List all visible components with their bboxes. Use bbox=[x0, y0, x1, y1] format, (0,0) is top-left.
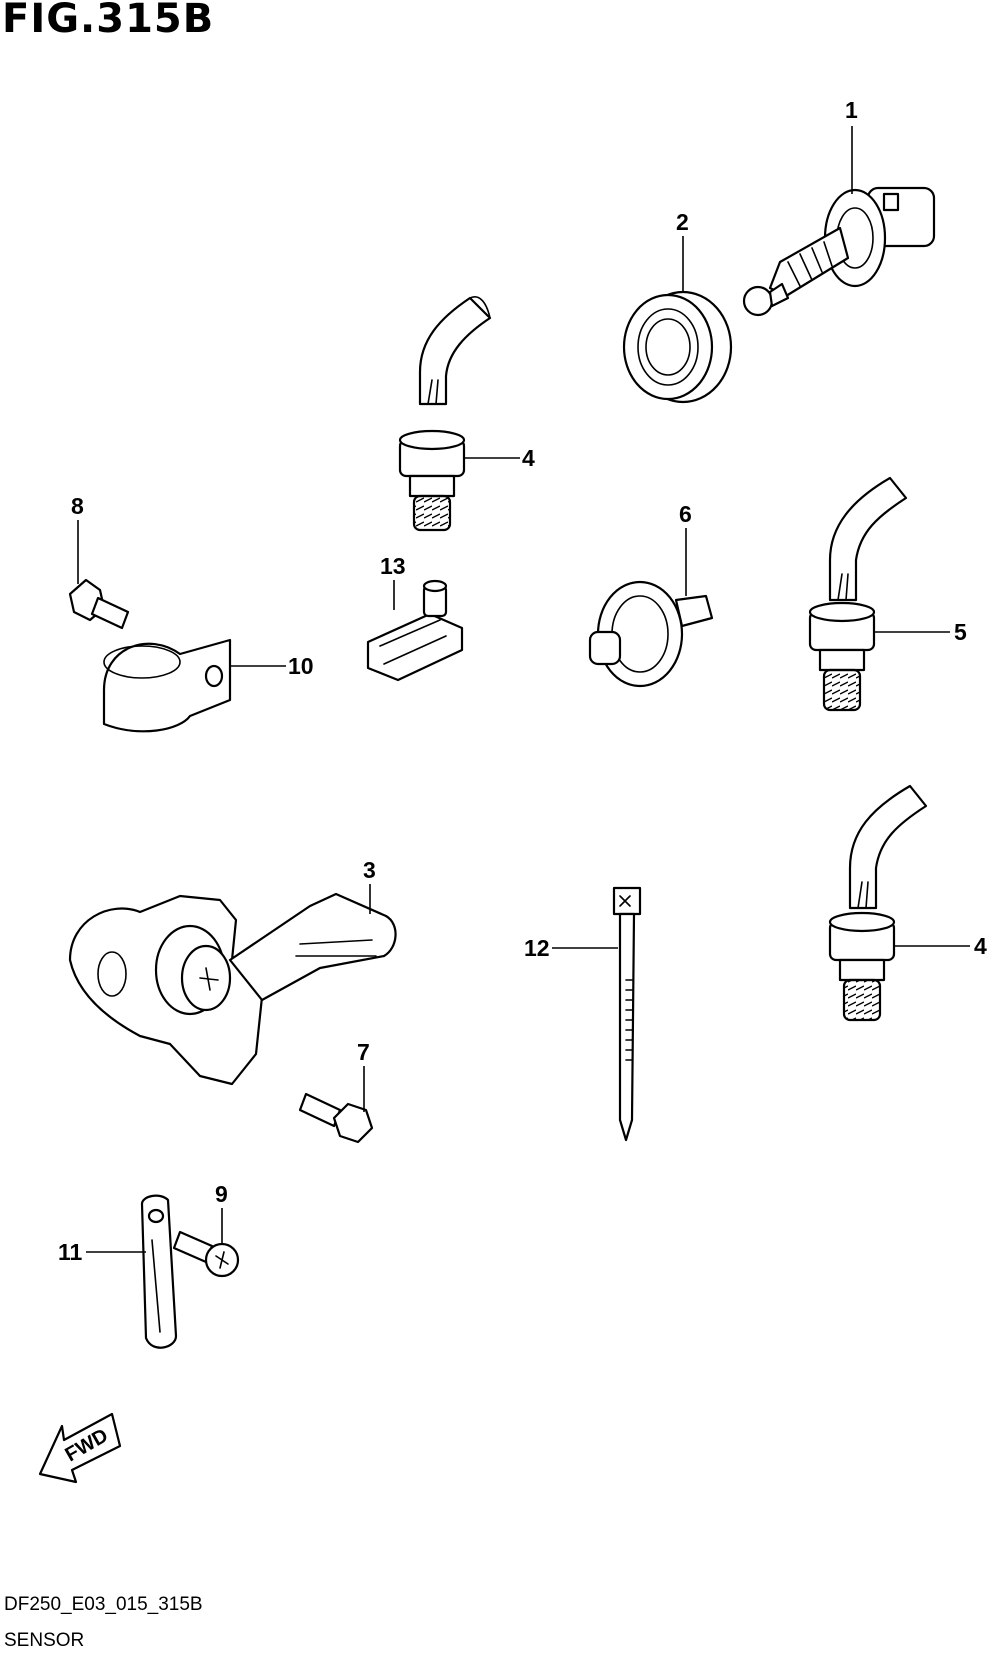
part-1-sensor bbox=[742, 186, 936, 317]
callout-4-lower: 4 bbox=[974, 933, 987, 959]
leader-lines bbox=[77, 126, 970, 1253]
callout-12: 12 bbox=[524, 935, 550, 961]
part-4-sender-upper bbox=[398, 296, 492, 532]
callout-1: 1 bbox=[845, 97, 858, 123]
callout-10: 10 bbox=[288, 653, 314, 679]
part-5-sender bbox=[808, 476, 908, 712]
part-11-strap bbox=[140, 1194, 178, 1349]
part-12-cable-tie bbox=[612, 886, 642, 1142]
part-9-screw bbox=[172, 1230, 240, 1278]
section-name: SENSOR bbox=[4, 1630, 85, 1651]
drawing-code: DF250_E03_015_315B bbox=[4, 1594, 203, 1615]
callout-numbers: 1 2 4 8 13 6 5 10 3 12 4 7 9 11 bbox=[58, 97, 987, 1265]
part-4-sender-lower bbox=[828, 784, 928, 1022]
callout-8: 8 bbox=[71, 493, 84, 519]
callout-2: 2 bbox=[676, 209, 689, 235]
callout-5: 5 bbox=[954, 619, 967, 645]
figure-title: FIG.315B bbox=[2, 0, 215, 42]
callout-3: 3 bbox=[363, 857, 376, 883]
part-13-clip bbox=[366, 579, 464, 682]
callout-11: 11 bbox=[58, 1239, 83, 1265]
callout-6: 6 bbox=[679, 501, 692, 527]
part-2-grommet bbox=[622, 290, 733, 404]
fwd-arrow-icon: FWD bbox=[38, 1412, 122, 1484]
part-8-bolt bbox=[68, 578, 130, 630]
callout-7: 7 bbox=[357, 1039, 370, 1065]
part-10-clamp bbox=[102, 638, 232, 733]
part-3-bracket-sensor bbox=[68, 892, 397, 1086]
part-6-knock-sensor bbox=[588, 580, 714, 688]
callout-4-upper: 4 bbox=[522, 445, 535, 471]
part-7-bolt bbox=[298, 1092, 374, 1144]
callout-9: 9 bbox=[215, 1181, 228, 1207]
callout-13: 13 bbox=[380, 553, 406, 579]
